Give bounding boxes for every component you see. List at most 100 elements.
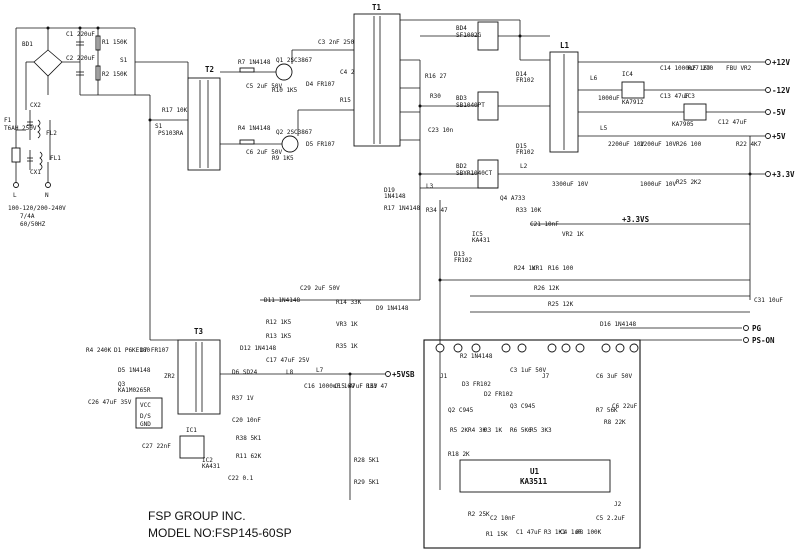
driver-stage: T2 R17 10K S1 PS103RA Q1 2SC3867 Q2 2SC3… (135, 39, 377, 280)
fuse-rating: T6AH 250V (4, 125, 37, 132)
l6-text: L6 (590, 75, 598, 82)
ic3-name: KA7905 (672, 121, 694, 128)
regulation-3v3: D19 1N4148 R17 1N4148 R34 47 L3 Q4 A733 … (384, 183, 584, 490)
s1b-text: S1 (155, 123, 163, 130)
l8-text: L8 (286, 369, 294, 376)
r15-text: R15 47 (340, 97, 362, 104)
terminal-m5v (765, 109, 771, 115)
r1b-text: R1 15K (486, 531, 508, 538)
transformer-t1 (353, 13, 401, 147)
d13-value: FR102 (454, 257, 472, 264)
u1-label: U1 (530, 467, 540, 476)
r27-text: R27 270 (688, 65, 714, 72)
r29-text: R29 5K1 (354, 479, 380, 486)
r30-text: R30 (430, 93, 441, 100)
r31-text: R3 1K (484, 427, 502, 434)
terminal-pg (743, 325, 749, 331)
s1-text: S1 (120, 57, 128, 64)
r22-text: R22 4K7 (736, 141, 762, 148)
r33b-text: R33 47 (366, 383, 388, 390)
output-p12v-label: +12V (772, 58, 791, 67)
q2b-text: Q2 C945 (448, 407, 474, 414)
c24-text: 3300uF 10V (552, 181, 589, 188)
r6b-text: R6 5K6 (510, 427, 532, 434)
terminal-n (45, 182, 51, 188)
cx1-label: CX1 (30, 169, 41, 176)
fl1-label: FL1 (50, 155, 61, 162)
output-pson-label: PS-ON (752, 336, 775, 345)
output-m5v-label: -5V (772, 108, 786, 117)
c8-text: 2200uF 10V (640, 141, 677, 148)
resistor-r7 (239, 67, 255, 73)
r2c-text: R2 25K (468, 511, 490, 518)
d4-text: D4 FR107 (306, 81, 335, 88)
c27-text: C27 22nF (142, 443, 171, 450)
c20-text: C20 10nF (232, 417, 261, 424)
r7-text: R7 1N4148 (238, 59, 271, 66)
output-p5vsb-label: +5VSB (392, 370, 415, 379)
sense-p33vs-label: +3.3VS (622, 215, 650, 224)
ic2-name: KA431 (202, 463, 220, 470)
bd3-value: SB1040PT (456, 102, 485, 109)
model-number: MODEL NO:FSP145-60SP (148, 526, 292, 540)
r35-text: R35 1K (336, 343, 358, 350)
r4-text: R4 1N4148 (238, 125, 271, 132)
d16-text: D16 1N4148 (600, 321, 637, 328)
fuse-label: F1 (4, 117, 12, 124)
c5b-text: C5 2.2uF (596, 515, 625, 522)
supervisor-section: U1 KA3511 R2 1N4148 D3 FR102 D2 FR102 C3… (423, 265, 783, 549)
d7-text: D7 FR107 (140, 347, 169, 354)
bridge-label: BD1 (22, 41, 33, 48)
r4c-text: R4 3K (468, 427, 486, 434)
c5-text: C5 2uF 50V (246, 83, 283, 90)
c12-text: C12 47uF (718, 119, 747, 126)
q2-text: Q2 2SC3867 (276, 129, 313, 136)
terminal-l-label: L (13, 192, 17, 199)
d19-value: 1N4148 (384, 193, 406, 200)
r16b-text: R16 100 (548, 265, 574, 272)
c6-text: C6 2uF 50V (246, 149, 283, 156)
ic5-label: IC5 (472, 231, 483, 238)
t3-label: T3 (194, 327, 204, 336)
input-spec-freq: 60/50HZ (20, 221, 46, 228)
bd2-label: BD2 (456, 163, 467, 170)
optocoupler-ic1 (179, 435, 205, 459)
d14-label: D14 (516, 71, 527, 78)
d15-value: FR102 (516, 149, 534, 156)
d13-label: D13 (454, 251, 465, 258)
d-text: PS103RA (158, 130, 184, 137)
d1-text: D1 P6KE180 (114, 347, 151, 354)
d9-text: D9 1N4148 (376, 305, 409, 312)
choke-fl2 (37, 119, 41, 139)
main-transformer: T1 BD4 SF1002G BD3 SB1040PT BD2 SBYR1040… (350, 3, 534, 200)
l1-label: L1 (560, 41, 570, 50)
r37-text: R37 1V (232, 395, 254, 402)
ic1-label: IC1 (186, 427, 197, 434)
bridge-rectifier (33, 49, 63, 77)
d2b-text: D2 FR102 (484, 391, 513, 398)
standby-stage: T3 VCC D/S GND Q3 KA1M0265R R4 240K D1 P… (86, 200, 421, 500)
t2-label: T2 (205, 65, 214, 74)
regulator-ic3 (683, 103, 707, 121)
r12-text: R12 1K5 (266, 319, 292, 326)
r8c-text: R8 100K (576, 529, 602, 536)
c17-text: C17 47uF 25V (266, 357, 310, 364)
regulator-ic4 (621, 81, 645, 99)
r25b-text: R25 12K (548, 301, 574, 308)
r2b-text: R2 1N4148 (460, 353, 493, 360)
r26-text: R26 100 (676, 141, 702, 148)
fuse-f1 (11, 147, 21, 163)
transistor-q2 (281, 135, 299, 153)
r14-text: R14 33K (336, 299, 362, 306)
output-p5v-label: +5V (772, 132, 786, 141)
ic5-name: KA431 (472, 237, 490, 244)
r10-text: R10 1K5 (272, 87, 298, 94)
terminal-n-label: N (45, 192, 49, 199)
j1-text: J1 (440, 373, 448, 380)
d6-text: D6 SD24 (232, 369, 258, 376)
bd3-label: BD3 (456, 95, 467, 102)
d15-label: D15 (516, 143, 527, 150)
c2b-text: C2 10nF (490, 515, 516, 522)
